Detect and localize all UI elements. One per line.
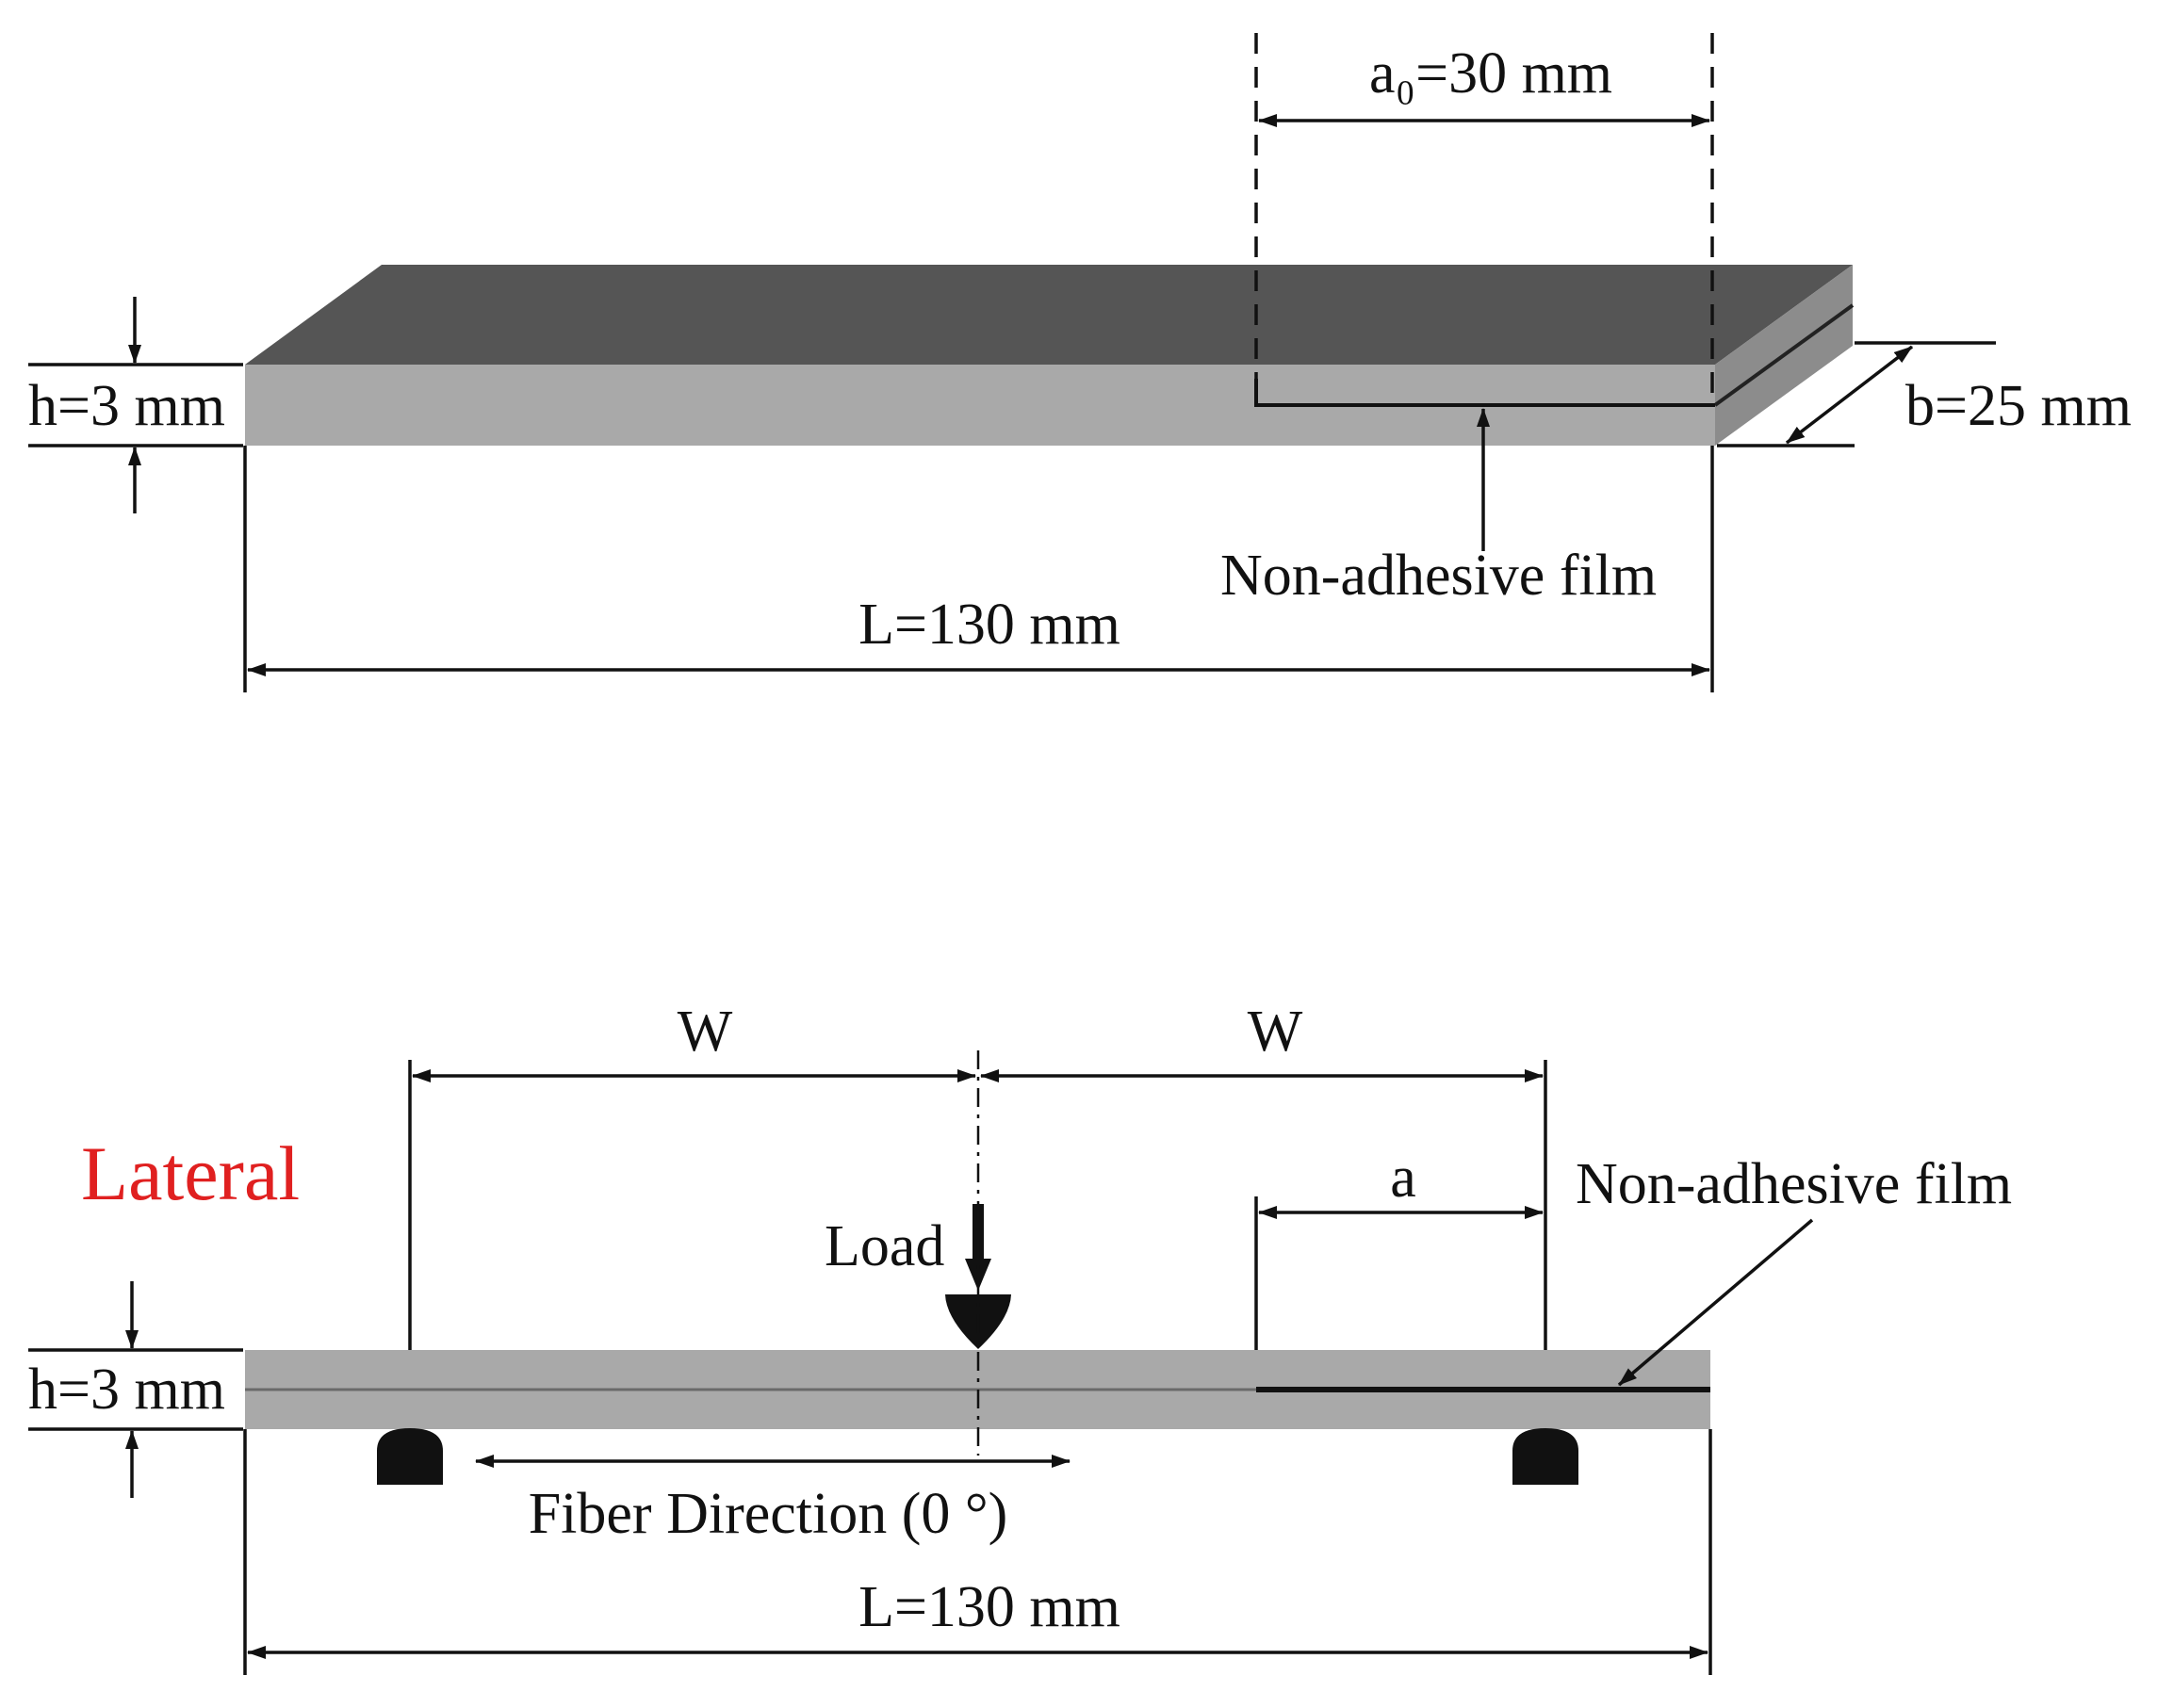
- lateral-film-pointer: [1617, 1218, 1814, 1387]
- non-adhesive-film-line: [1254, 379, 1715, 407]
- right-span-label: W: [1248, 1000, 1303, 1064]
- lateral-length-label: L=130 mm: [858, 1575, 1120, 1639]
- width-label: b=25 mm: [1905, 374, 2132, 438]
- lateral-film-label: Non-adhesive film: [1576, 1152, 2012, 1216]
- fiber-direction-label: Fiber Direction (0 °): [529, 1482, 1008, 1546]
- thickness-label: h=3 mm: [28, 374, 225, 438]
- load-label: Load: [825, 1214, 944, 1278]
- lateral-view: Lateral Load W W a Non-adhesive film: [28, 1000, 2012, 1675]
- width-dimension: [1785, 345, 1914, 445]
- left-support: [377, 1428, 443, 1485]
- right-support: [1512, 1428, 1578, 1485]
- specimen-view: a₀=30 mm h=3 mm b=25 mm Non-adhesive fil…: [28, 33, 2132, 692]
- length-label: L=130 mm: [858, 593, 1120, 657]
- crack-length-label: a₀=30 mm: [1369, 41, 1612, 106]
- film-label: Non-adhesive film: [1220, 544, 1657, 608]
- end-face-midplane: [1713, 303, 1855, 407]
- load-arrow-head: [965, 1259, 991, 1291]
- lateral-title: Lateral: [81, 1131, 300, 1216]
- crack-label: a: [1390, 1146, 1416, 1210]
- beam-top-face: [245, 265, 1853, 365]
- lateral-thickness-label: h=3 mm: [28, 1358, 225, 1422]
- left-span-label: W: [678, 1000, 733, 1064]
